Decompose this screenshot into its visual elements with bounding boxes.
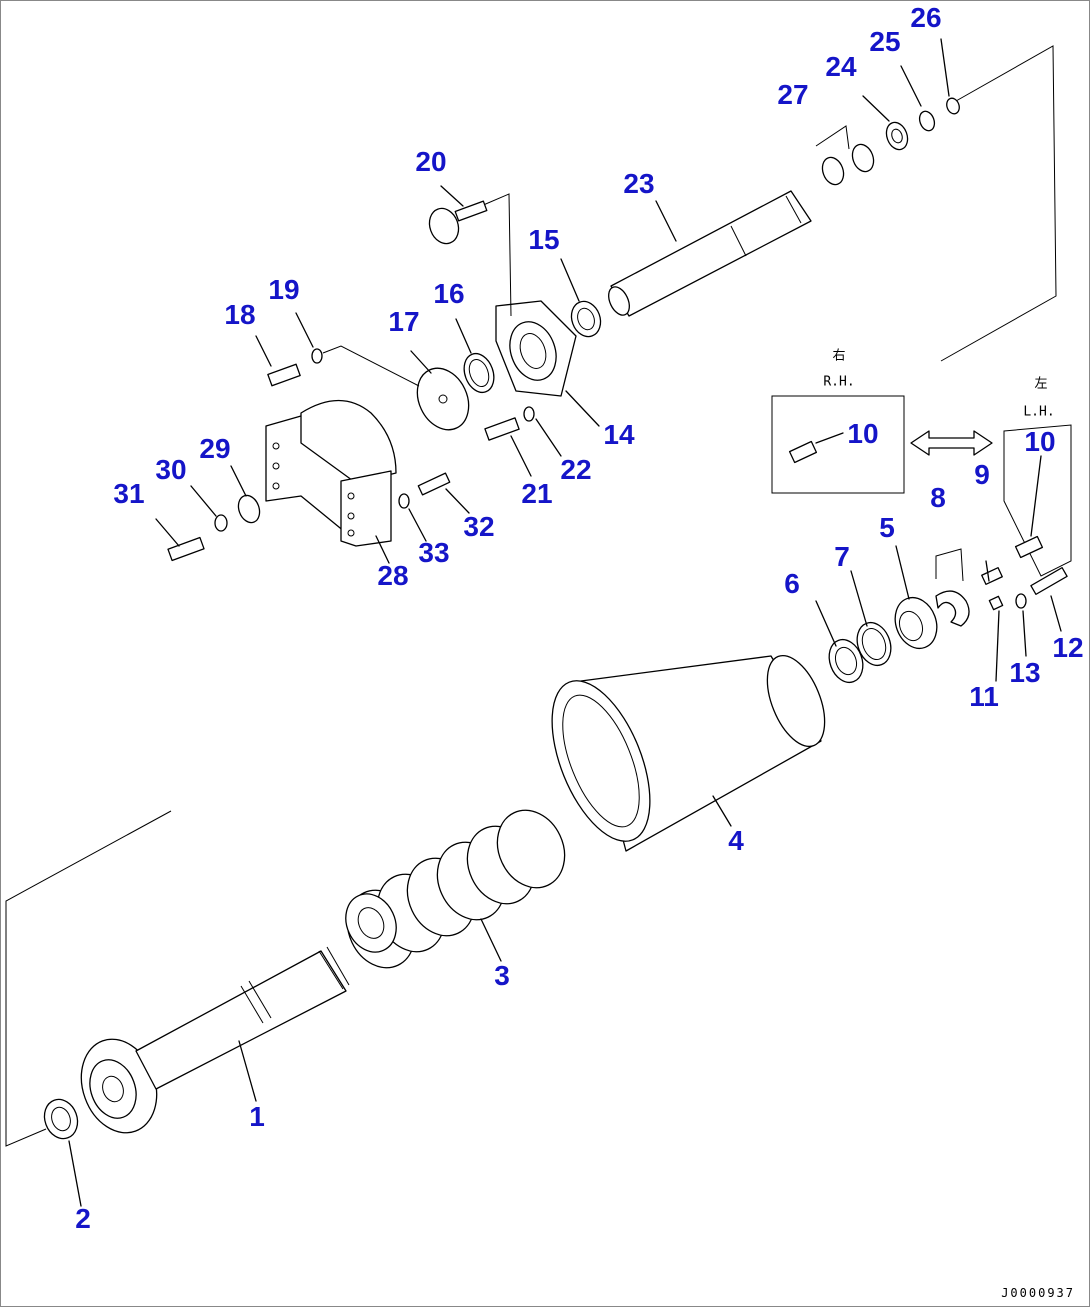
callout-17[interactable]: 17 bbox=[388, 306, 420, 337]
callout-24[interactable]: 24 bbox=[825, 51, 857, 82]
right-hand-label: R.H. bbox=[823, 374, 855, 390]
callout-7[interactable]: 7 bbox=[834, 541, 850, 572]
drawing-number: J0000937 bbox=[1001, 1286, 1075, 1300]
callout-14[interactable]: 14 bbox=[603, 419, 635, 450]
callout-4[interactable]: 4 bbox=[728, 825, 744, 856]
callout-22[interactable]: 22 bbox=[560, 454, 592, 485]
frame-lines bbox=[5, 45, 1057, 1147]
callout-21[interactable]: 21 bbox=[521, 478, 553, 509]
callout-32[interactable]: 32 bbox=[463, 511, 495, 542]
parts-9-13-fittings bbox=[981, 560, 1068, 682]
callout-15[interactable]: 15 bbox=[528, 224, 560, 255]
parts-21-22 bbox=[484, 406, 562, 477]
callout-30[interactable]: 30 bbox=[155, 454, 187, 485]
callout-2[interactable]: 2 bbox=[75, 1203, 91, 1234]
variant-boxes bbox=[771, 395, 1072, 577]
callout-1[interactable]: 1 bbox=[249, 1101, 265, 1132]
part-8-lock-plate bbox=[935, 548, 970, 627]
parts-18-19 bbox=[255, 312, 420, 387]
parts-29-33 bbox=[155, 465, 470, 562]
callout-23[interactable]: 23 bbox=[623, 168, 655, 199]
callout-6[interactable]: 6 bbox=[784, 568, 800, 599]
callout-27[interactable]: 27 bbox=[777, 79, 809, 110]
callout-8[interactable]: 8 bbox=[930, 482, 946, 513]
parts-24-27 bbox=[815, 38, 960, 186]
part-23-shaft bbox=[608, 190, 812, 317]
callout-20[interactable]: 20 bbox=[415, 146, 447, 177]
callout-10-lh[interactable]: 10 bbox=[1024, 426, 1056, 457]
callout-28[interactable]: 28 bbox=[377, 560, 409, 591]
left-hand-kanji: 左 bbox=[1034, 376, 1048, 392]
part-20-eye-bolt bbox=[428, 185, 488, 245]
right-hand-kanji: 右 bbox=[832, 348, 846, 364]
callout-16[interactable]: 16 bbox=[433, 278, 465, 309]
callout-9[interactable]: 9 bbox=[974, 459, 990, 490]
callout-19[interactable]: 19 bbox=[268, 274, 300, 305]
part-14-housing bbox=[480, 193, 600, 427]
callout-13[interactable]: 13 bbox=[1009, 657, 1041, 688]
part-3-spring bbox=[345, 809, 566, 969]
part-1-rod bbox=[80, 946, 350, 1134]
callout-11[interactable]: 11 bbox=[969, 681, 999, 712]
part-4-cylinder bbox=[551, 654, 826, 852]
left-hand-label: L.H. bbox=[1023, 404, 1055, 420]
callout-29[interactable]: 29 bbox=[199, 433, 231, 464]
part-28-bracket bbox=[265, 400, 397, 564]
callout-25[interactable]: 25 bbox=[869, 26, 901, 57]
part-2-ring bbox=[43, 1098, 82, 1207]
callout-3[interactable]: 3 bbox=[494, 960, 510, 991]
callout-26[interactable]: 26 bbox=[910, 2, 942, 33]
callout-10-rh[interactable]: 10 bbox=[847, 418, 879, 449]
callout-18[interactable]: 18 bbox=[224, 299, 256, 330]
parts-15-17 bbox=[410, 258, 602, 431]
callout-12[interactable]: 12 bbox=[1052, 632, 1084, 663]
parts-5-7-rings bbox=[815, 545, 938, 684]
callout-31[interactable]: 31 bbox=[113, 478, 145, 509]
callout-5[interactable]: 5 bbox=[879, 512, 895, 543]
callout-33[interactable]: 33 bbox=[418, 537, 450, 568]
